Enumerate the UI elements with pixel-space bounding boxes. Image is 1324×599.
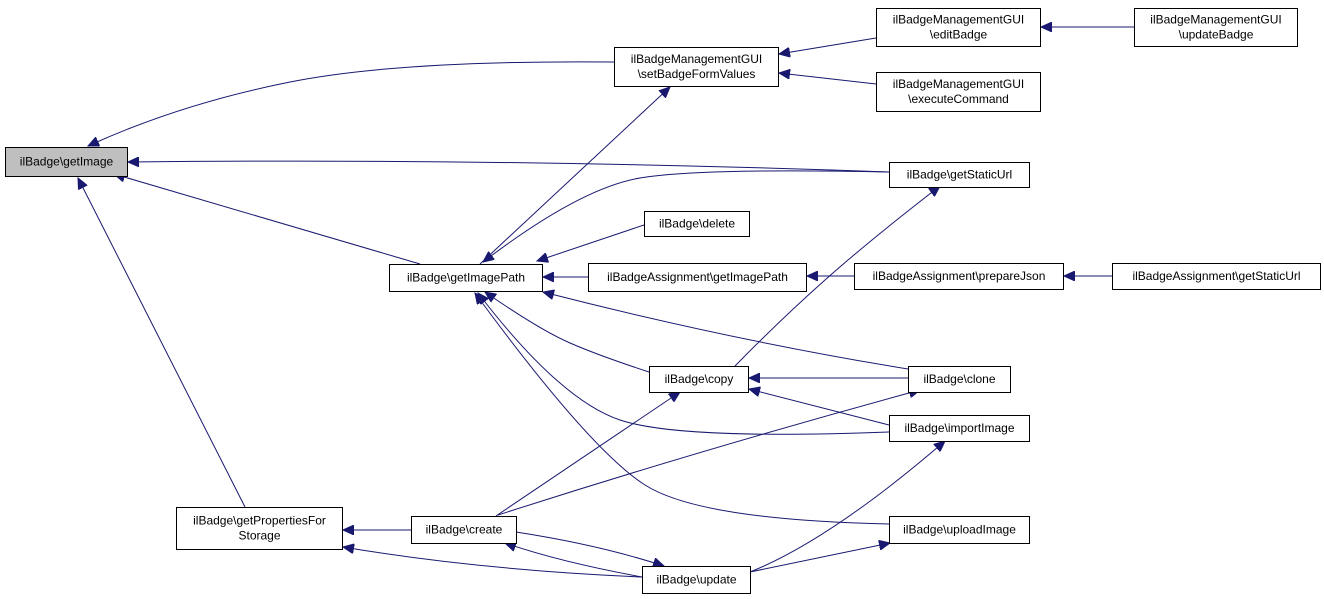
node-label: \setBadgeFormValues [638, 67, 756, 81]
edge-setBadgeFormValues-to-getImage [88, 61, 615, 146]
edge-getStaticUrl-to-getImagePath [483, 170, 890, 262]
node-box [614, 47, 779, 87]
node-label: ilBadge\getImage [20, 155, 114, 169]
node-label: ilBadgeAssignment\getImagePath [607, 270, 788, 284]
node-label: ilBadge\create [426, 523, 503, 537]
edge-importImage-to-copy [749, 389, 890, 426]
edge-executeCommand-to-setBadgeFormValues [779, 73, 877, 85]
node-box [1134, 8, 1298, 47]
edge-create-to-clone [497, 390, 920, 516]
node-label: ilBadge\getStaticUrl [907, 168, 1012, 182]
edge-update-to-importImage [749, 441, 945, 573]
node-update[interactable]: ilBadge\update [642, 566, 751, 594]
edge-getImagePath-to-setBadgeFormValues [479, 87, 670, 265]
node-box [889, 162, 1030, 188]
node-label: \updateBadge [1179, 28, 1254, 42]
edge-update-to-create [505, 543, 643, 578]
node-setBadgeFormValues[interactable]: ilBadgeManagementGUI\setBadgeFormValues [614, 47, 779, 87]
node-prepareJson[interactable]: ilBadgeAssignment\prepareJson [854, 263, 1064, 290]
node-clone[interactable]: ilBadge\clone [908, 366, 1011, 393]
node-box [908, 366, 1011, 393]
node-box [411, 516, 517, 544]
node-label: ilBadge\uploadImage [903, 523, 1016, 537]
node-label: ilBadge\delete [659, 217, 735, 231]
node-box [854, 263, 1064, 290]
node-getImage[interactable]: ilBadge\getImage [5, 147, 128, 177]
edge-importImage-to-getImagePath [478, 293, 890, 435]
node-box [889, 415, 1030, 442]
edge-update-to-uploadImage [749, 543, 890, 573]
node-box [389, 264, 543, 292]
edge-getPropertiesForStorage-to-getImage [78, 178, 246, 508]
edge-create-to-update [515, 531, 664, 566]
node-getImagePath[interactable]: ilBadge\getImagePath [389, 264, 543, 292]
node-delete[interactable]: ilBadge\delete [644, 211, 750, 237]
node-label: ilBadge\getImagePath [407, 271, 525, 285]
node-box [588, 263, 807, 292]
edge-getImagePath-to-getImage [114, 174, 421, 265]
node-label: ilBadgeManagementGUI [893, 77, 1024, 91]
node-label: ilBadgeManagementGUI [631, 52, 762, 66]
node-getStaticUrl[interactable]: ilBadge\getStaticUrl [889, 162, 1030, 188]
node-box [889, 516, 1030, 544]
edge-create-to-copy [495, 392, 680, 517]
edge-copy-to-getImagePath [485, 292, 650, 373]
node-label: ilBadgeAssignment\prepareJson [873, 269, 1046, 283]
node-box [876, 72, 1041, 112]
node-box [649, 366, 749, 393]
node-box [644, 211, 750, 237]
node-box [876, 8, 1041, 47]
node-uploadImage[interactable]: ilBadge\uploadImage [889, 516, 1030, 544]
node-updateBadge[interactable]: ilBadgeManagementGUI\updateBadge [1134, 8, 1298, 47]
edge-uploadImage-to-getImagePath [475, 293, 890, 525]
edge-delete-to-getImagePath [537, 224, 645, 261]
edge-update-to-getPropertiesForStorage [343, 547, 643, 578]
nodes-layer: ilBadge\getImageilBadgeManagementGUI\set… [5, 8, 1321, 594]
node-label: ilBadge\clone [923, 372, 995, 386]
node-box [176, 507, 343, 550]
node-label: ilBadgeManagementGUI [1150, 13, 1281, 27]
node-assignGetImagePath[interactable]: ilBadgeAssignment\getImagePath [588, 263, 807, 292]
node-create[interactable]: ilBadge\create [411, 516, 517, 544]
edge-editBadge-to-setBadgeFormValues [779, 37, 877, 54]
node-label: ilBadge\importImage [904, 421, 1014, 435]
node-executeCommand[interactable]: ilBadgeManagementGUI\executeCommand [876, 72, 1041, 112]
node-copy[interactable]: ilBadge\copy [649, 366, 749, 393]
node-assignGetStaticUrl[interactable]: ilBadgeAssignment\getStaticUrl [1112, 263, 1321, 290]
node-label: ilBadgeManagementGUI [893, 13, 1024, 27]
node-label: ilBadgeAssignment\getStaticUrl [1132, 269, 1300, 283]
node-box [1112, 263, 1321, 290]
edge-clone-to-getImagePath [543, 292, 909, 370]
edge-getStaticUrl-to-getImage [128, 161, 890, 173]
node-label: Storage [238, 529, 280, 543]
edge-copy-to-getStaticUrl [734, 186, 940, 367]
node-label: \editBadge [930, 28, 988, 42]
node-box [642, 566, 751, 594]
node-label: ilBadge\getPropertiesFor [193, 514, 326, 528]
node-box [5, 147, 128, 177]
node-label: \executeCommand [908, 92, 1009, 106]
edges-layer [78, 27, 1134, 578]
node-editBadge[interactable]: ilBadgeManagementGUI\editBadge [876, 8, 1041, 47]
node-label: ilBadge\update [656, 573, 736, 587]
node-importImage[interactable]: ilBadge\importImage [889, 415, 1030, 442]
node-label: ilBadge\copy [665, 372, 734, 386]
